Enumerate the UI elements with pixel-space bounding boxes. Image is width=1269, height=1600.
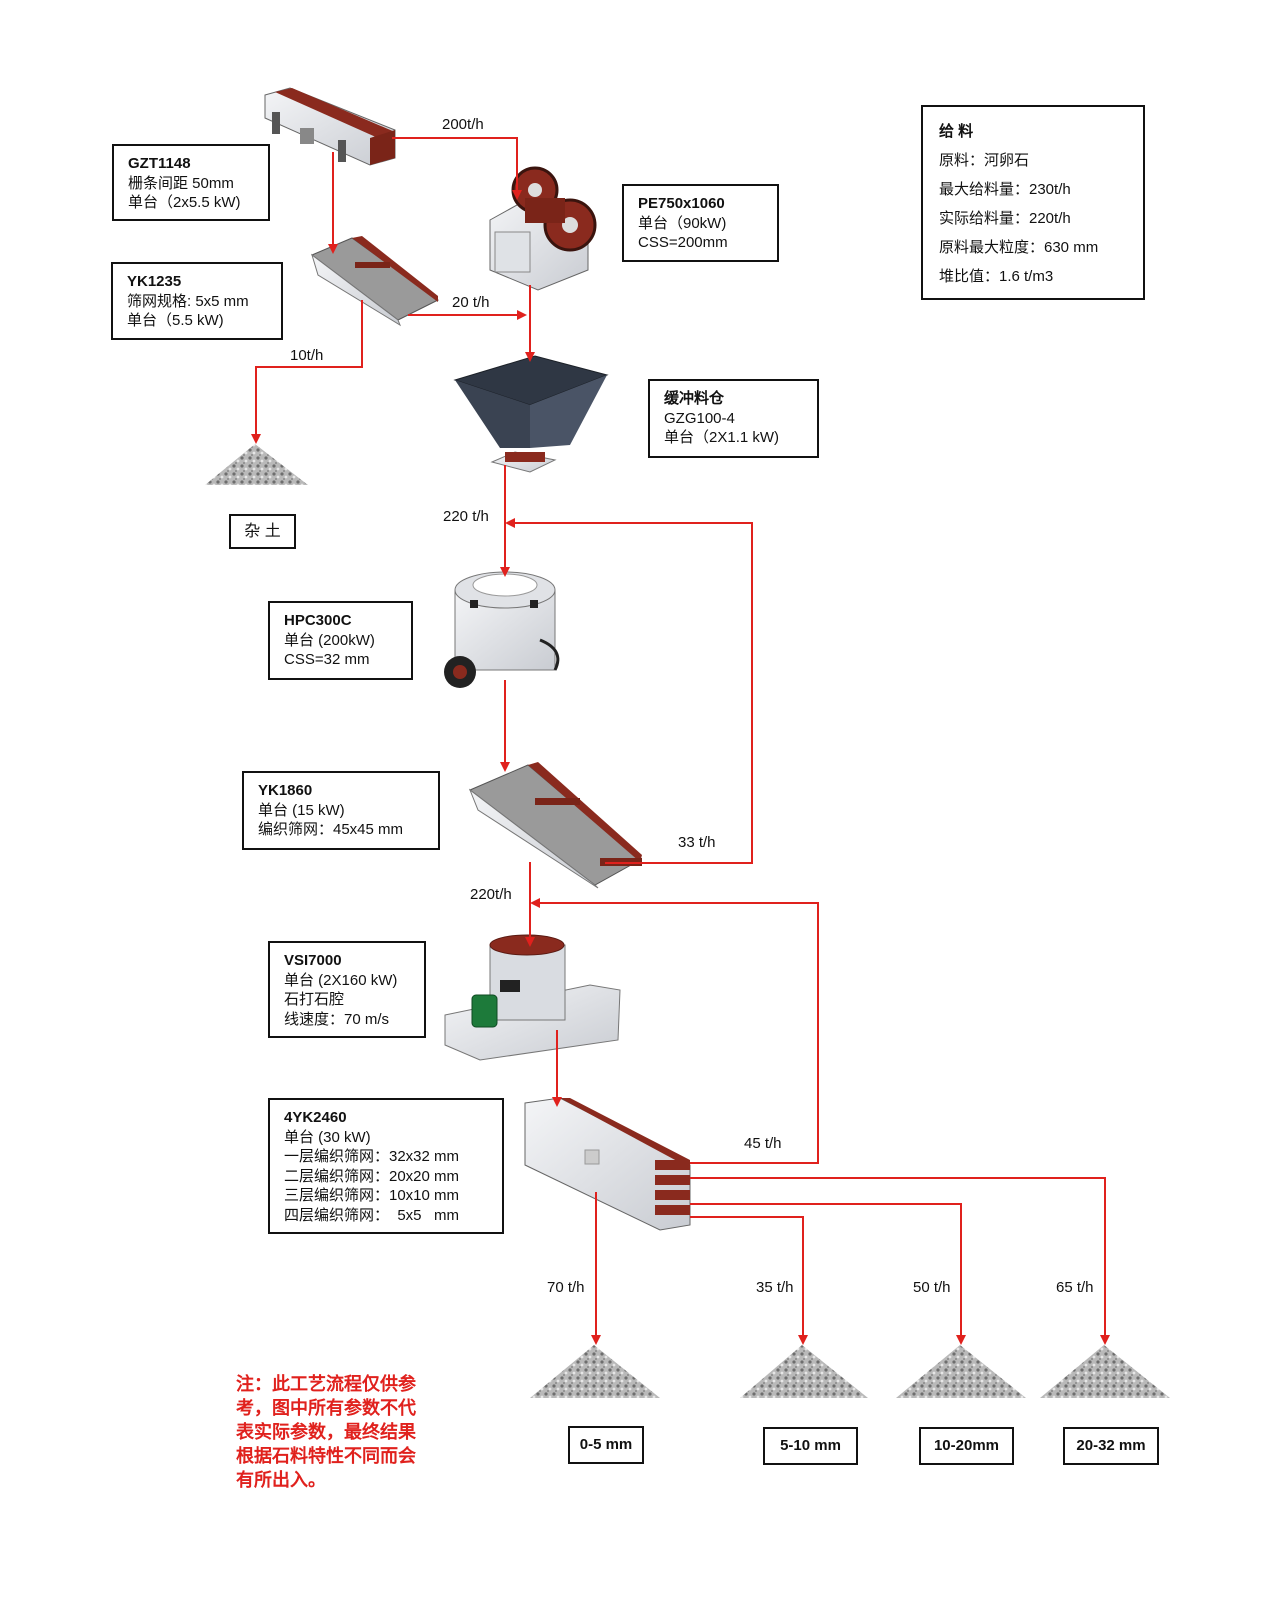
- vsi7000-line: 线速度：70 m/s: [284, 1010, 390, 1028]
- yk1860-title: YK1860: [258, 782, 313, 799]
- pe750-line: CSS=200mm: [638, 234, 728, 251]
- gzt1148-line: 单台（2x5.5 kW): [128, 194, 241, 211]
- yk1235-line: 筛网规格: 5x5 mm: [127, 292, 249, 310]
- flow-arrows: [251, 137, 1110, 1345]
- vibrating-screen-4yk2460-machine: [524, 1097, 691, 1231]
- yk1235-title: YK1235: [127, 273, 182, 290]
- feed-info-title: 给 料: [939, 123, 974, 140]
- label-yk1235: YK1235 筛网规格: 5x5 mm 单台（5.5 kW): [111, 262, 283, 340]
- label-yk1860: YK1860 单台 (15 kW) 编织筛网：45x45 mm: [242, 771, 440, 850]
- vibrating-screen-yk1235-machine: [311, 236, 439, 327]
- flow-label-10: 10t/h: [290, 347, 324, 364]
- flow-label-200: 200t/h: [442, 116, 484, 133]
- arrow-recycle-33: [505, 518, 753, 864]
- flow-label-220b: 220t/h: [470, 886, 512, 903]
- buffer-bin-gzg100-machine: [453, 355, 609, 473]
- vibrating-feeder-gzt1148-machine: [264, 87, 396, 166]
- feed-info-line: 堆比值：1.6 t/m3: [939, 268, 1054, 285]
- label-hpc300c: HPC300C 单台 (200kW) CSS=32 mm: [268, 601, 413, 680]
- product-0-5: 0-5 mm: [568, 1426, 644, 1464]
- label-4yk2460: 4YK2460 单台 (30 kW) 一层编织筛网：32x32 mm 二层编织筛…: [268, 1098, 504, 1234]
- arrow-feeder-to-jaw: [392, 137, 522, 200]
- feed-info-line: 原料最大粒度：630 mm: [939, 239, 1099, 256]
- product-0-5-label: 0-5 mm: [579, 1436, 633, 1453]
- label-pe750: PE750x1060 单台（90kW) CSS=200mm: [622, 184, 779, 262]
- 4yk2460-line: 单台 (30 kW): [284, 1128, 371, 1146]
- pile-20-32: [1040, 1345, 1170, 1398]
- pile-10-20: [896, 1345, 1026, 1398]
- buffer-bin-title: 缓冲料仓: [664, 390, 725, 407]
- feed-info-line: 原料：河卵石: [939, 152, 1030, 169]
- 4yk2460-line: 一层编织筛网：32x32 mm: [284, 1148, 460, 1165]
- product-5-10-label: 5-10 mm: [780, 1437, 841, 1454]
- label-vsi7000: VSI7000 单台 (2X160 kW) 石打石腔 线速度：70 m/s: [268, 941, 426, 1038]
- yk1235-line: 单台（5.5 kW): [127, 312, 224, 329]
- gzt1148-line: 栅条间距 50mm: [128, 174, 234, 192]
- flow-label-33: 33 t/h: [678, 834, 716, 851]
- disclaimer-note: 注：此工艺流程仅供参考，图中所有参数不代表实际参数，最终结果根据石料特性不同而会…: [236, 1374, 416, 1490]
- pile-5-10: [740, 1345, 868, 1398]
- flow-label-50: 50 t/h: [913, 1279, 951, 1296]
- hpc300c-title: HPC300C: [284, 612, 352, 629]
- pe750-line: 单台（90kW): [638, 214, 727, 232]
- yk1860-line: 编织筛网：45x45 mm: [258, 821, 404, 838]
- flow-label-220a: 220 t/h: [443, 508, 489, 525]
- flow-label-70: 70 t/h: [547, 1279, 585, 1296]
- arrow-recycle-45: [530, 898, 819, 1164]
- product-5-10: 5-10 mm: [763, 1427, 858, 1465]
- hpc300c-line: CSS=32 mm: [284, 651, 370, 668]
- product-20-32: 20-32 mm: [1063, 1427, 1159, 1465]
- product-10-20-label: 10-20mm: [933, 1437, 1000, 1454]
- cone-crusher-hpc300c-machine: [444, 571, 560, 688]
- flow-label-65: 65 t/h: [1056, 1279, 1094, 1296]
- pile-0-5: [530, 1345, 660, 1398]
- vsi-crusher-vsi7000-machine: [444, 934, 621, 1061]
- 4yk2460-line: 四层编织筛网： 5x5 mm: [284, 1206, 460, 1224]
- pe750-title: PE750x1060: [638, 195, 725, 212]
- buffer-bin-line: 单台（2X1.1 kW): [664, 429, 780, 446]
- buffer-bin-line: GZG100-4: [664, 409, 735, 427]
- arrow-to-10-20: [690, 1203, 966, 1345]
- vsi7000-line: 单台 (2X160 kW): [284, 971, 398, 989]
- feed-info-box: 给 料 原料：河卵石 最大给料量：230t/h 实际给料量：220t/h 原料最…: [921, 105, 1145, 300]
- jaw-crusher-pe750-machine: [489, 166, 597, 291]
- gzt1148-title: GZT1148: [128, 155, 191, 172]
- feed-info-line: 最大给料量：230t/h: [939, 181, 1071, 198]
- label-gzt1148: GZT1148 栅条间距 50mm 单台（2x5.5 kW): [112, 144, 270, 221]
- vsi7000-title: VSI7000: [284, 952, 342, 969]
- flow-label-20: 20 t/h: [452, 294, 490, 311]
- 4yk2460-line: 三层编织筛网：10x10 mm: [284, 1187, 460, 1204]
- 4yk2460-title: 4YK2460: [284, 1109, 347, 1126]
- label-buffer-bin: 缓冲料仓 GZG100-4 单台（2X1.1 kW): [648, 379, 819, 458]
- arrow-to-20-32: [690, 1177, 1110, 1345]
- flow-label-45: 45 t/h: [744, 1135, 782, 1152]
- product-20-32-label: 20-32 mm: [1076, 1437, 1146, 1454]
- product-soil-label: 杂 土: [244, 523, 281, 540]
- hpc300c-line: 单台 (200kW): [284, 631, 375, 649]
- arrow-to-5-10: [690, 1216, 808, 1345]
- product-10-20: 10-20mm: [919, 1427, 1014, 1465]
- vibrating-screen-yk1860-machine: [468, 762, 642, 889]
- arrow-screen-to-soil: [251, 300, 363, 444]
- 4yk2460-line: 二层编织筛网：20x20 mm: [284, 1167, 460, 1185]
- yk1860-line: 单台 (15 kW): [258, 801, 345, 819]
- vsi7000-line: 石打石腔: [284, 991, 345, 1008]
- soil-pile: [205, 444, 308, 485]
- flow-label-35: 35 t/h: [756, 1279, 794, 1296]
- feed-info-line: 实际给料量：220t/h: [939, 210, 1071, 227]
- product-soil: 杂 土: [229, 514, 296, 549]
